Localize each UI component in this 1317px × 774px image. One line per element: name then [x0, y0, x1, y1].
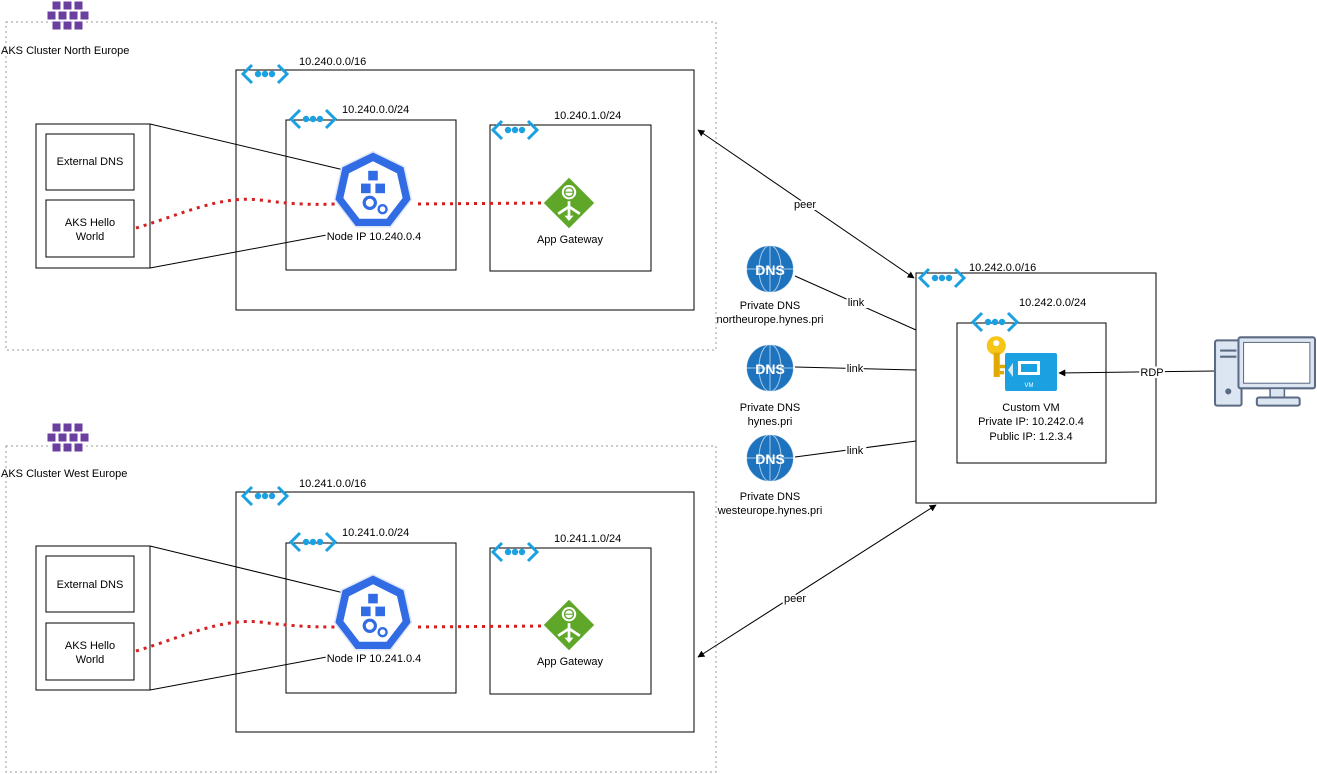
- pod-north-hello-world: [45, 199, 135, 258]
- subnet-west-node-label: 10.241.0.0/24: [342, 527, 409, 539]
- rdp-line: [1058, 369, 1217, 377]
- peer-north-line: [697, 129, 915, 279]
- dns-global-title: Private DNS: [740, 402, 801, 414]
- peer-north-label: peer: [794, 199, 816, 211]
- pods-west-connector-bottom: [149, 655, 333, 691]
- aks-cluster-north-icon: [46, 0, 90, 30]
- traffic-north-hello-to-node: [135, 197, 336, 230]
- node-west-label: Node IP 10.241.0.4: [327, 653, 422, 665]
- peer-west-label: peer: [784, 593, 806, 605]
- dns-north-title: Private DNS: [740, 300, 801, 312]
- app-gateway-west-label: App Gateway: [537, 656, 604, 668]
- subnet-hub-box: [956, 322, 1107, 464]
- node-north-label: Node IP 10.240.0.4: [327, 231, 422, 243]
- subnet-west-gateway-label: 10.241.1.0/24: [554, 533, 621, 545]
- vnet-hub-label: 10.242.0.0/16: [969, 262, 1036, 274]
- private-dns-zones: DNS Private DNS northeurope.hynes.pri DN…: [716, 245, 824, 517]
- cluster-west-boundary: [5, 445, 717, 773]
- app-gateway-north-label: App Gateway: [537, 234, 604, 246]
- dns-badge: DNS: [755, 451, 785, 467]
- link-global-label: link: [847, 363, 864, 375]
- vnet-west-label: 10.241.0.0/16: [299, 478, 366, 490]
- vm-private-ip: Private IP: 10.242.0.4: [978, 416, 1084, 428]
- private-dns-global: DNS Private DNS hynes.pri: [740, 344, 801, 428]
- cluster-north-europe: AKS Cluster North Europe 10.240.0.0/16 1…: [1, 0, 717, 351]
- link-global-line: [794, 366, 917, 371]
- dns-west-title: Private DNS: [740, 491, 801, 503]
- dns-north-zone: northeurope.hynes.pri: [716, 314, 823, 326]
- peer-west-line: [697, 504, 937, 658]
- subnet-north-node-label: 10.240.0.0/24: [342, 104, 409, 116]
- cluster-west-title: AKS Cluster West Europe: [1, 468, 127, 480]
- pod-north-external-dns-label: External DNS: [57, 156, 124, 168]
- traffic-west-node-to-gateway: [417, 624, 545, 629]
- dns-global-zone: hynes.pri: [748, 416, 793, 428]
- connectors: peer peer link link link RDP: [697, 129, 1217, 658]
- link-west-label: link: [847, 445, 864, 457]
- pod-west-external-dns-label: External DNS: [57, 579, 124, 591]
- private-dns-west: DNS Private DNS westeurope.hynes.pri: [717, 434, 823, 517]
- link-north-label: link: [848, 297, 865, 309]
- pods-north-connector-bottom: [149, 233, 333, 269]
- pod-north-external-dns: [45, 133, 135, 191]
- pod-west-external-dns: [45, 555, 135, 613]
- dns-west-zone: westeurope.hynes.pri: [717, 505, 823, 517]
- subnet-hub-label: 10.242.0.0/24: [1019, 297, 1086, 309]
- cluster-west-europe: AKS Cluster West Europe 10.241.0.0/16 10…: [1, 422, 717, 773]
- pods-west-connector-top: [149, 545, 345, 594]
- cluster-north-title: AKS Cluster North Europe: [1, 45, 129, 57]
- vm-badge: VM: [1025, 383, 1034, 389]
- hub-network: 10.242.0.0/16 10.242.0.0/24 VM Custom VM…: [915, 262, 1157, 504]
- subnet-north-gateway-label: 10.240.1.0/24: [554, 110, 621, 122]
- link-north-line: [794, 275, 917, 331]
- vnet-north-label: 10.240.0.0/16: [299, 56, 366, 68]
- client-computer-icon: [1214, 336, 1316, 407]
- link-west-line: [794, 440, 917, 458]
- vm-title: Custom VM: [1002, 402, 1059, 414]
- pod-west-hello-world: [45, 622, 135, 681]
- traffic-west-hello-to-node: [135, 619, 336, 653]
- vm-public-ip: Public IP: 1.2.3.4: [989, 431, 1072, 443]
- private-dns-north: DNS Private DNS northeurope.hynes.pri: [716, 245, 824, 326]
- pods-north-connector-top: [149, 123, 345, 171]
- dns-badge: DNS: [755, 262, 785, 278]
- cluster-north-boundary: [5, 21, 717, 351]
- traffic-north-node-to-gateway: [417, 201, 545, 206]
- virtual-machine-icon: VM: [1005, 353, 1057, 391]
- rdp-label: RDP: [1140, 367, 1163, 379]
- dns-badge: DNS: [755, 361, 785, 377]
- aks-cluster-west-icon: [46, 422, 90, 452]
